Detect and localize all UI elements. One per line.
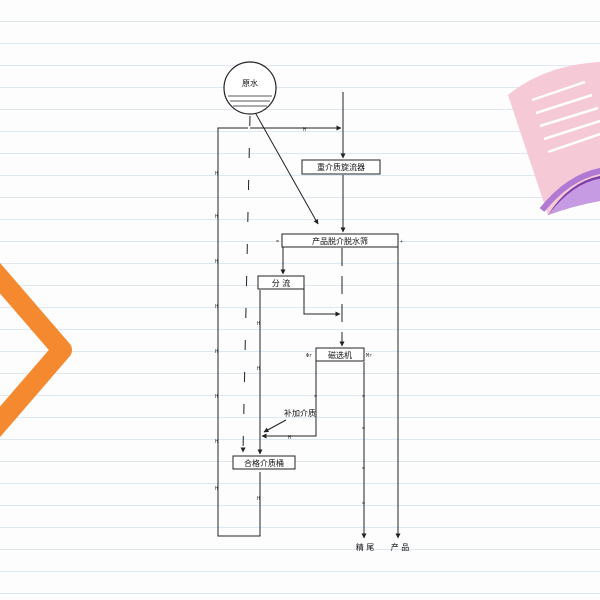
main-equipment-label: 产品脱介脱水筛: [312, 236, 368, 246]
product-output-label: 产 品: [391, 542, 410, 552]
split-node: 分 流: [257, 275, 305, 290]
left-return-loop: [217, 127, 261, 537]
qualified-medium-bucket-label: 合格介质桶: [244, 458, 284, 468]
source-water-node: 原水: [223, 61, 277, 115]
stream-mark: H: [215, 214, 218, 220]
stream-mark: H: [215, 171, 218, 177]
stream-mark: H: [257, 366, 260, 372]
stream-mark: H: [215, 304, 218, 310]
stream-mark: H: [215, 486, 218, 492]
stream-marks: H H H H H H H H H H H H H = + Φr Mr = = …: [215, 127, 403, 507]
stream-mark: H: [215, 259, 218, 265]
split-label: 分 流: [272, 278, 291, 288]
medium-makeup-label: 补加介质: [284, 408, 316, 418]
stream-mark: =: [276, 239, 279, 245]
stream-mark: =: [362, 466, 365, 472]
filter-label: 重介质旋流器: [317, 162, 365, 172]
tailings-output-label: 精 尾: [356, 542, 375, 552]
magnetic-separator-label: 磁选机: [328, 350, 352, 360]
source-water-label: 原水: [242, 78, 258, 88]
orange-chevron-decoration: [0, 262, 72, 438]
makeup-line: [263, 419, 287, 433]
source-diagonal-line: [255, 113, 319, 225]
stream-mark: H: [257, 321, 260, 327]
stream-mark: =: [314, 394, 317, 400]
stream-mark: H: [215, 439, 218, 445]
qualified-medium-bucket-node: 合格介质桶: [232, 455, 296, 470]
stream-mark: H: [303, 127, 306, 133]
stream-mark: +: [400, 239, 403, 245]
book-icon: [508, 62, 600, 215]
stream-mark: =: [362, 394, 365, 400]
stream-mark: Mr: [366, 353, 372, 359]
filter-node: 重介质旋流器: [301, 159, 381, 175]
source-dashed-line: [240, 115, 251, 453]
stream-mark: =: [362, 426, 365, 432]
stream-mark: =: [362, 501, 365, 507]
stream-mark: H: [257, 496, 260, 502]
magnetic-separator-node: 磁选机: [315, 347, 365, 362]
flow-connections: [217, 92, 401, 539]
stream-mark: H: [288, 435, 291, 441]
stream-mark: Φr: [306, 353, 312, 359]
mag-to-bucket-line: [261, 354, 317, 439]
stream-mark: H: [215, 349, 218, 355]
stream-mark: H: [215, 394, 218, 400]
main-equipment-node: 产品脱介脱水筛: [281, 233, 399, 248]
split-to-mag-line: [303, 282, 341, 317]
